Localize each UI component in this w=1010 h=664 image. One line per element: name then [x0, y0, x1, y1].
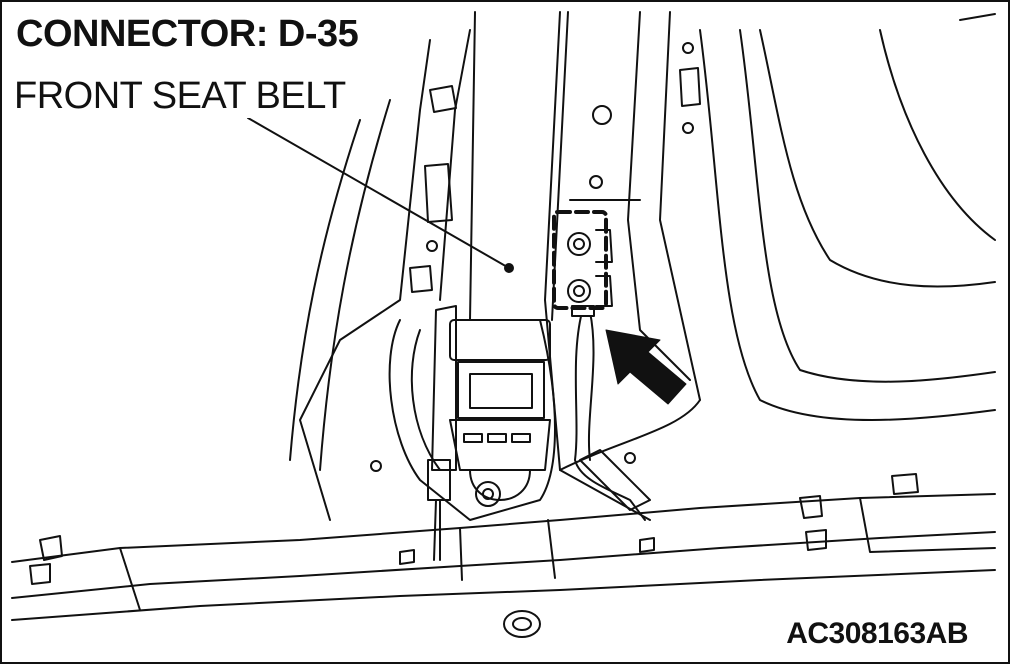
side-sill-panel [11, 473, 996, 621]
figure-code: AC308163AB [782, 616, 972, 652]
retractor-body [427, 305, 551, 561]
harness-wire [574, 311, 651, 521]
connector-arrow [605, 329, 687, 405]
connector-title: CONNECTOR: D-35 [12, 12, 363, 56]
left-pillar-trim [289, 29, 471, 521]
retractor-cover [388, 319, 556, 521]
leader-line [247, 117, 510, 269]
b-pillar [544, 11, 701, 521]
connector-highlight-box [552, 210, 608, 310]
component-label: FRONT SEAT BELT [10, 74, 350, 118]
floor-grommet [503, 610, 541, 638]
door-opening [699, 13, 996, 421]
